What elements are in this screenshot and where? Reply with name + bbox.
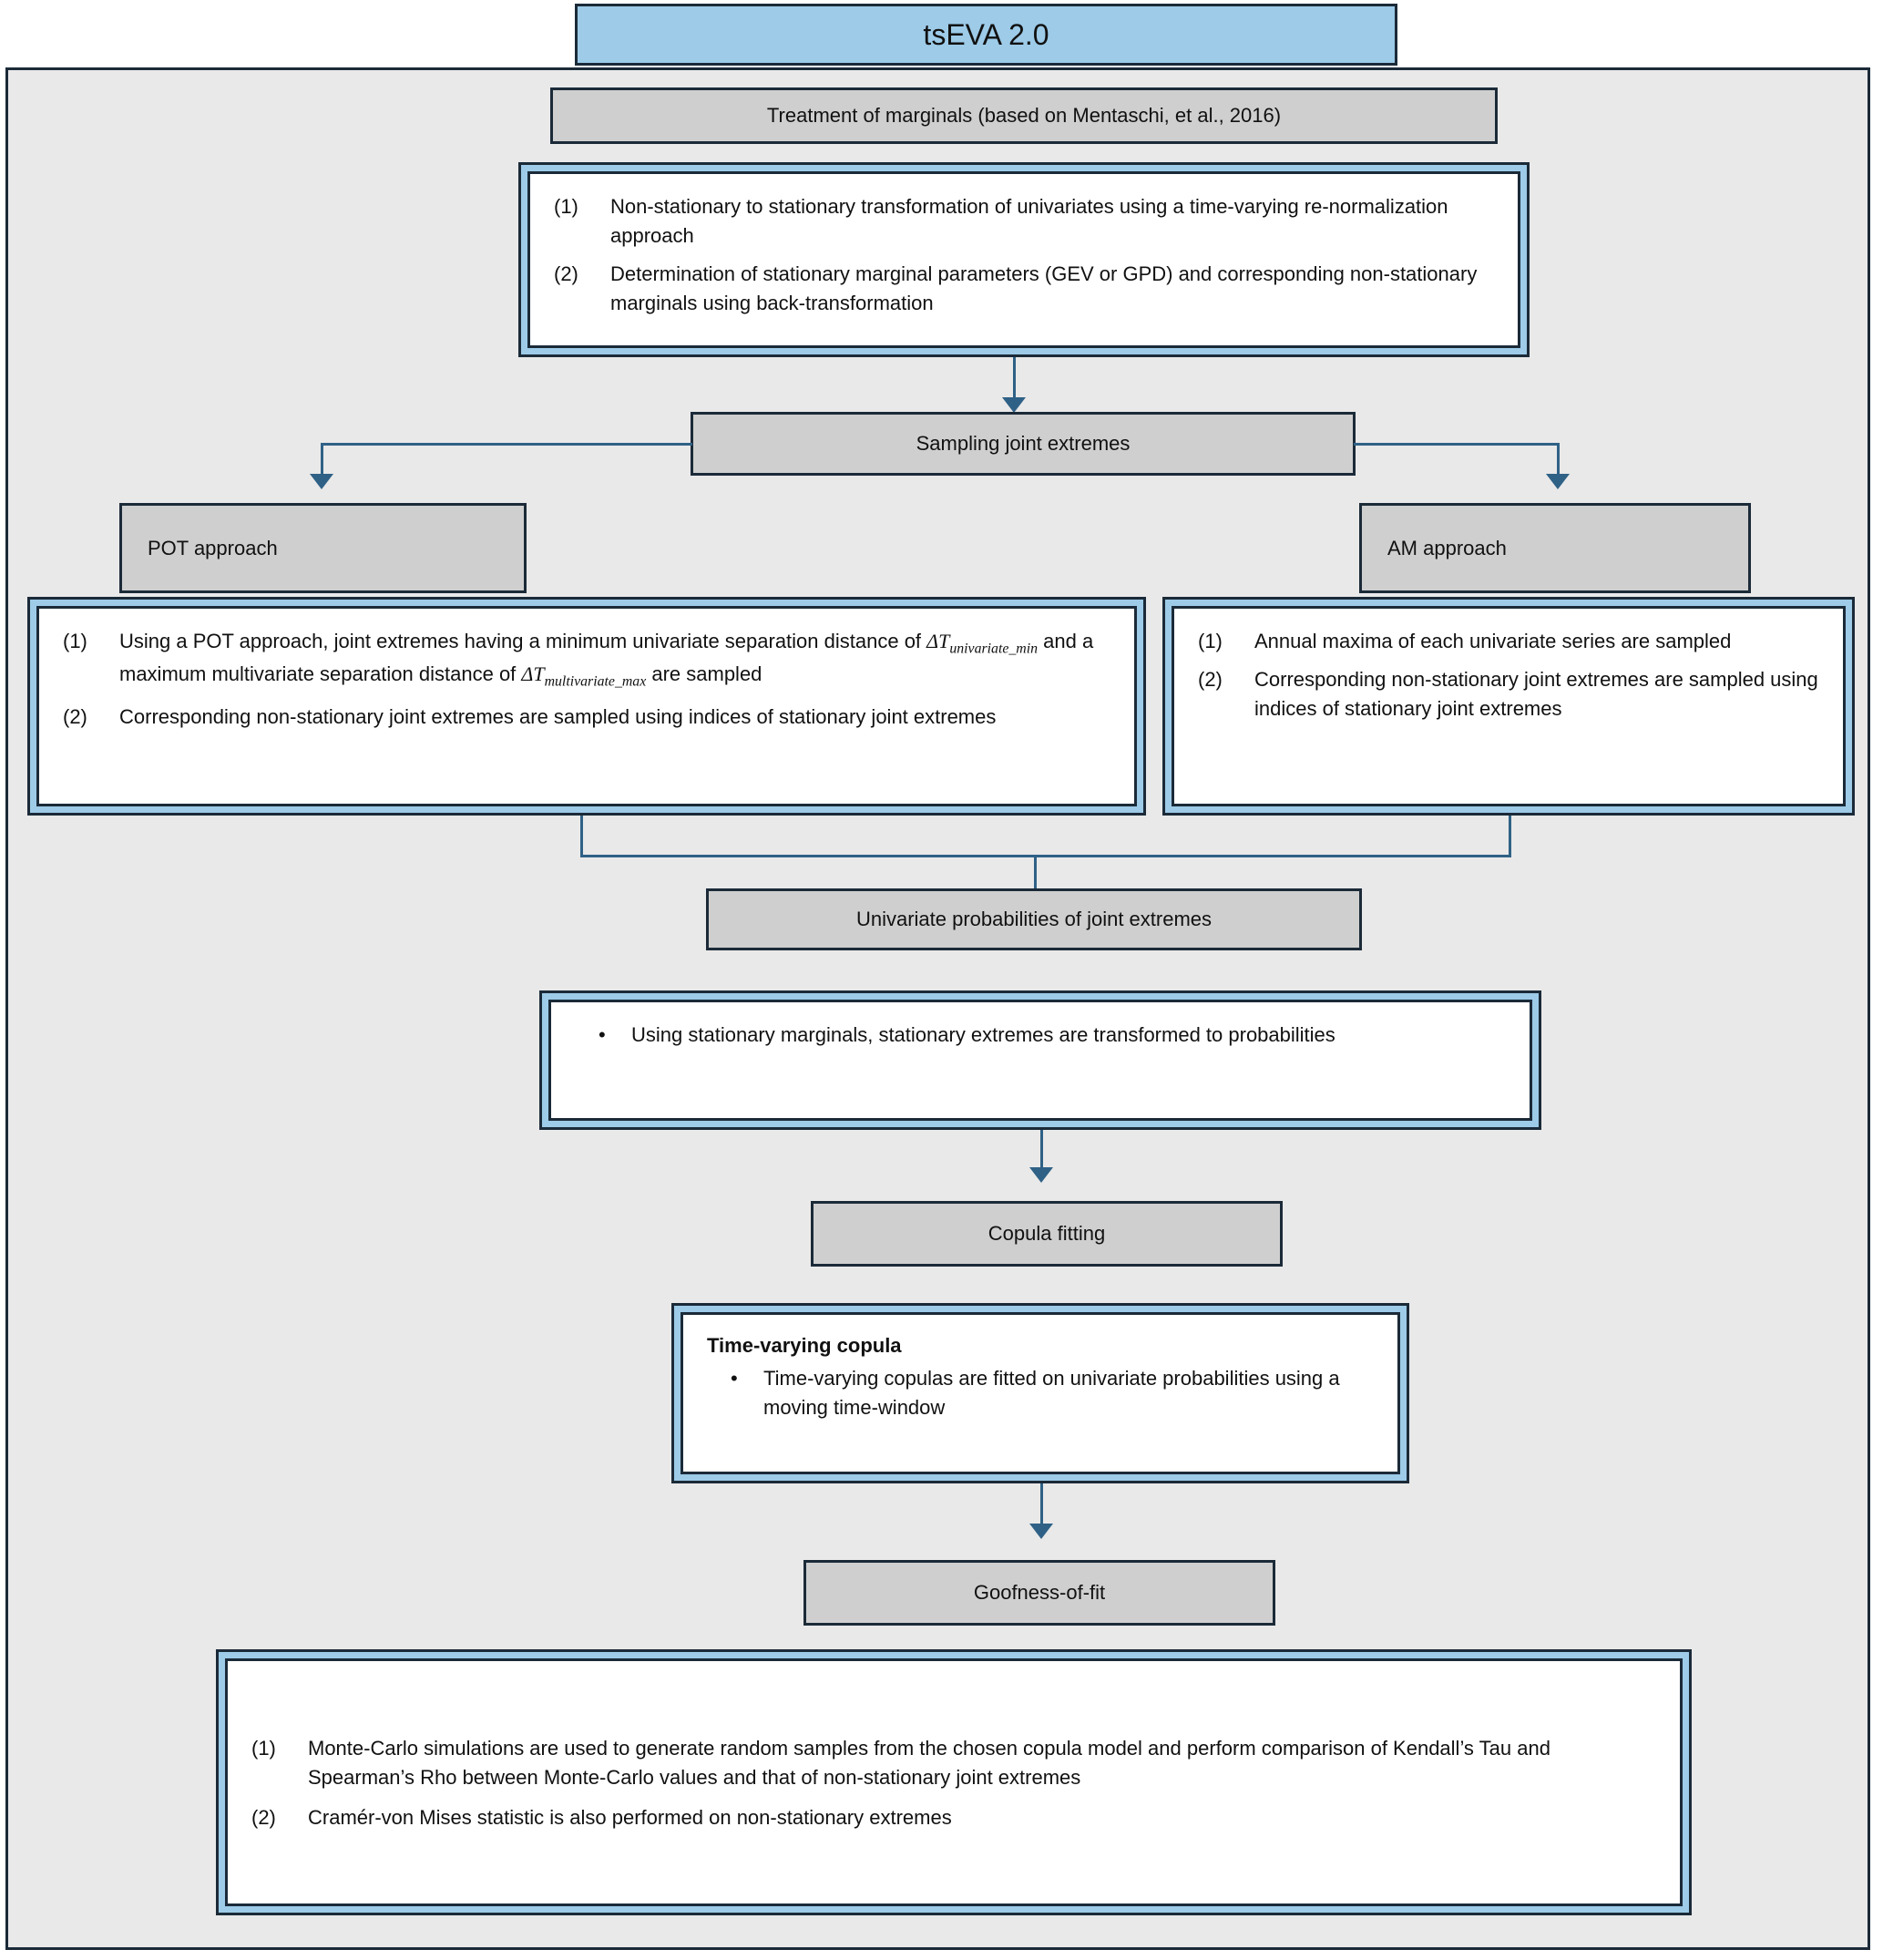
list-marker: (2) bbox=[1198, 667, 1223, 691]
math-delta-t-2: ΔT bbox=[521, 662, 545, 686]
header-treatment-of-marginals-label: Treatment of marginals (based on Mentasc… bbox=[766, 104, 1282, 127]
list-item: • Time-varying copulas are fitted on uni… bbox=[707, 1364, 1374, 1422]
connector-line bbox=[1354, 443, 1560, 446]
pot-text-mid: and a maximum multivariate separation di… bbox=[119, 630, 1094, 686]
list-marker: (2) bbox=[554, 262, 578, 285]
connector-line bbox=[580, 816, 583, 857]
list-item: • Using stationary marginals, stationary… bbox=[575, 1021, 1506, 1050]
connector-arrow bbox=[1002, 397, 1026, 413]
box-goodness-of-fit-inner: (1) Monte-Carlo simulations are used to … bbox=[225, 1658, 1683, 1906]
connector-line bbox=[1013, 357, 1016, 401]
math-delta-t-1: ΔT bbox=[926, 630, 950, 652]
connector-arrow bbox=[310, 474, 333, 489]
list-text: Determination of stationary marginal par… bbox=[610, 262, 1478, 314]
list-marker: (1) bbox=[63, 630, 87, 652]
list-item: (1) Non-stationary to stationary transfo… bbox=[554, 192, 1494, 251]
header-sampling-joint-extremes-label: Sampling joint extremes bbox=[916, 432, 1131, 455]
list-item: (2) Corresponding non-stationary joint e… bbox=[1198, 665, 1819, 723]
box-copula-fitting: Time-varying copula • Time-varying copul… bbox=[671, 1303, 1409, 1483]
list-marker: (1) bbox=[251, 1737, 276, 1760]
list-text: Using a POT approach, joint extremes hav… bbox=[119, 627, 1110, 693]
math-delta-t-2-sub: multivariate_max bbox=[544, 673, 647, 690]
header-goodness-of-fit: Goofness-of-fit bbox=[803, 1560, 1275, 1626]
header-copula-fitting: Copula fitting bbox=[811, 1201, 1283, 1267]
connector-line bbox=[1557, 443, 1560, 477]
box-pot-approach: (1) Using a POT approach, joint extremes… bbox=[27, 597, 1146, 816]
box-copula-fitting-inner: Time-varying copula • Time-varying copul… bbox=[681, 1312, 1400, 1474]
list-text: Cramér-von Mises statistic is also perfo… bbox=[308, 1805, 952, 1829]
box-goodness-of-fit: (1) Monte-Carlo simulations are used to … bbox=[216, 1649, 1692, 1915]
box-am-approach-inner: (1) Annual maxima of each univariate ser… bbox=[1172, 606, 1846, 806]
box-treatment-of-marginals-inner: (1) Non-stationary to stationary transfo… bbox=[527, 171, 1520, 348]
header-univariate-probabilities-label: Univariate probabilities of joint extrem… bbox=[855, 908, 1213, 930]
pot-text-prefix: Using a POT approach, joint extremes hav… bbox=[119, 630, 927, 652]
connector-line bbox=[321, 443, 692, 446]
list-marker: • bbox=[731, 1366, 738, 1390]
header-univariate-probabilities: Univariate probabilities of joint extrem… bbox=[706, 888, 1362, 950]
header-copula-fitting-label: Copula fitting bbox=[988, 1222, 1106, 1245]
box-univariate-probabilities-inner: • Using stationary marginals, stationary… bbox=[548, 1000, 1532, 1121]
copula-subheading: Time-varying copula bbox=[707, 1334, 902, 1357]
list-text: Monte-Carlo simulations are used to gene… bbox=[308, 1737, 1550, 1790]
box-pot-approach-inner: (1) Using a POT approach, joint extremes… bbox=[36, 606, 1137, 806]
header-am-approach-label: AM approach bbox=[1387, 536, 1507, 559]
header-am-approach: AM approach bbox=[1359, 503, 1751, 593]
list-text: Corresponding non-stationary joint extre… bbox=[119, 704, 997, 728]
connector-line bbox=[1040, 1130, 1043, 1171]
list-item: (1) Monte-Carlo simulations are used to … bbox=[251, 1734, 1656, 1792]
header-treatment-of-marginals: Treatment of marginals (based on Mentasc… bbox=[550, 87, 1498, 144]
connector-line bbox=[1040, 1483, 1043, 1527]
box-am-approach: (1) Annual maxima of each univariate ser… bbox=[1162, 597, 1855, 816]
page-title: tsEVA 2.0 bbox=[575, 4, 1397, 66]
list-item: (2) Determination of stationary marginal… bbox=[554, 260, 1494, 318]
connector-line bbox=[321, 443, 323, 477]
connector-arrow bbox=[1546, 474, 1570, 489]
list-marker: • bbox=[599, 1023, 606, 1046]
list-text: Non-stationary to stationary transformat… bbox=[610, 195, 1448, 247]
box-treatment-of-marginals: (1) Non-stationary to stationary transfo… bbox=[518, 162, 1530, 357]
list-text: Annual maxima of each univariate series … bbox=[1254, 630, 1732, 652]
list-text: Using stationary marginals, stationary e… bbox=[631, 1023, 1335, 1046]
title-text: tsEVA 2.0 bbox=[923, 17, 1049, 51]
header-goodness-of-fit-label: Goofness-of-fit bbox=[973, 1581, 1106, 1604]
list-item: (2) Cramér-von Mises statistic is also p… bbox=[251, 1803, 1656, 1832]
connector-line bbox=[580, 855, 1511, 857]
list-marker: (2) bbox=[251, 1805, 276, 1829]
list-text: Corresponding non-stationary joint extre… bbox=[1254, 667, 1818, 720]
header-pot-approach: POT approach bbox=[119, 503, 527, 593]
list-marker: (1) bbox=[1198, 630, 1223, 652]
box-univariate-probabilities: • Using stationary marginals, stationary… bbox=[539, 990, 1541, 1130]
connector-line bbox=[1509, 816, 1511, 857]
list-item: (2) Corresponding non-stationary joint e… bbox=[63, 703, 1110, 732]
connector-line bbox=[1034, 855, 1037, 893]
header-sampling-joint-extremes: Sampling joint extremes bbox=[691, 412, 1356, 476]
connector-arrow bbox=[1029, 1524, 1053, 1539]
math-delta-t-1-sub: univariate_min bbox=[949, 641, 1039, 657]
list-marker: (1) bbox=[554, 195, 578, 218]
list-marker: (2) bbox=[63, 704, 87, 728]
header-pot-approach-label: POT approach bbox=[148, 536, 278, 559]
connector-arrow bbox=[1029, 1167, 1053, 1183]
list-text: Time-varying copulas are fitted on univa… bbox=[763, 1366, 1340, 1419]
list-item: (1) Using a POT approach, joint extremes… bbox=[63, 627, 1110, 693]
pot-text-suffix: are sampled bbox=[646, 662, 762, 686]
list-item: (1) Annual maxima of each univariate ser… bbox=[1198, 627, 1819, 656]
